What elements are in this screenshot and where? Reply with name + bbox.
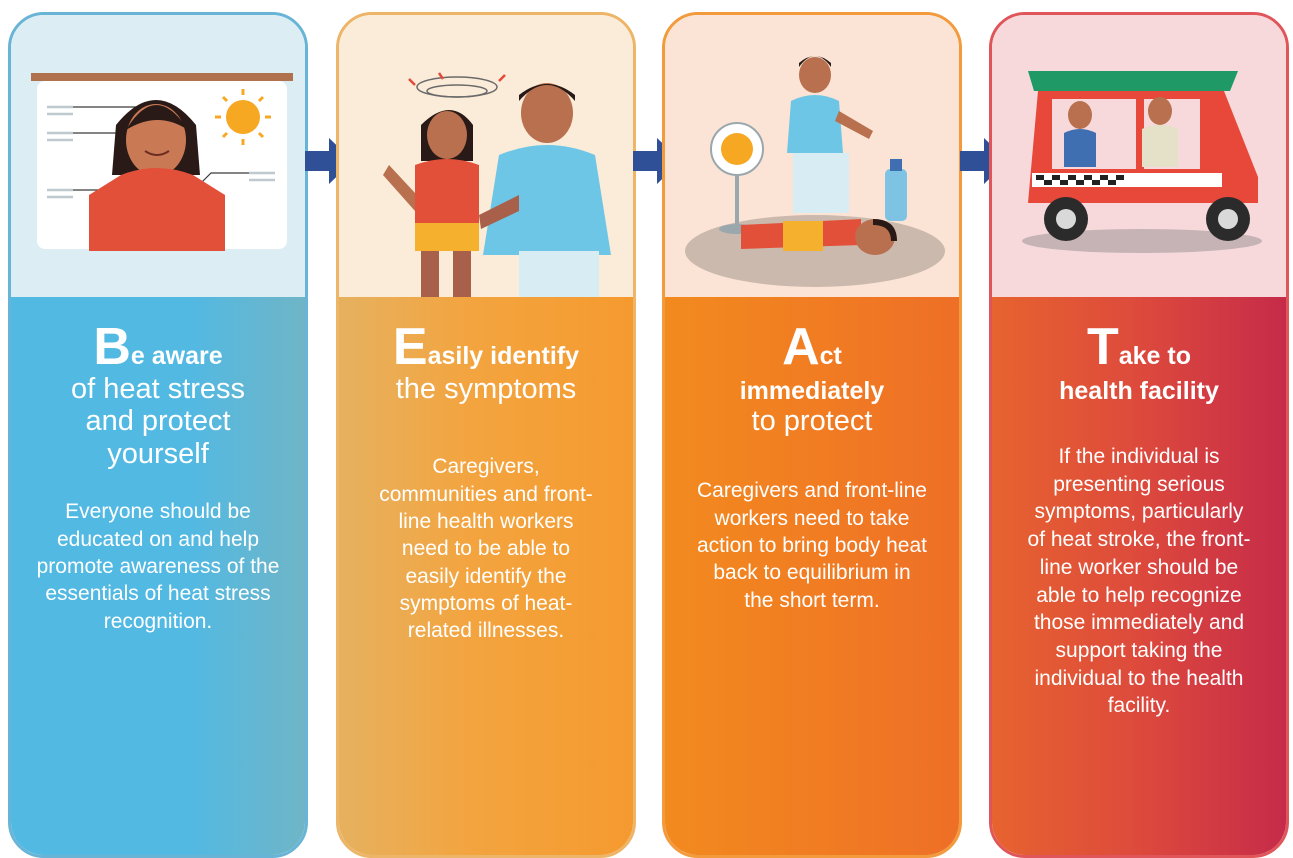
card-heading-bold: asily identify bbox=[427, 342, 580, 370]
card-heading-bold: e aware bbox=[130, 342, 223, 370]
card-body: Everyone should be educated on and help … bbox=[36, 500, 280, 633]
card-letter: B bbox=[93, 318, 131, 376]
card-heading-bold-2: health facility bbox=[1059, 377, 1219, 405]
card-heading-light: to protect bbox=[751, 405, 873, 437]
card-body: Caregivers, communities and front-line h… bbox=[379, 455, 593, 643]
card-be-aware: Be aware of heat stress and protect your… bbox=[8, 12, 308, 858]
cooling-patient-illustration bbox=[665, 15, 959, 297]
card-act-immediately: Act immediately to protect Caregivers an… bbox=[662, 12, 962, 858]
sick-child-illustration bbox=[339, 15, 633, 297]
card-heading-bold: ct bbox=[819, 342, 842, 370]
teacher-board-illustration bbox=[11, 15, 305, 297]
card-heading-bold: ake to bbox=[1118, 342, 1192, 370]
card-easily-identify: Easily identify the symptoms Caregivers,… bbox=[336, 12, 636, 858]
card-letter: A bbox=[782, 318, 820, 376]
auto-rickshaw-illustration bbox=[992, 15, 1286, 297]
card-body: If the individual is presenting serious … bbox=[1027, 445, 1251, 718]
card-body: Caregivers and front-line workers need t… bbox=[697, 479, 927, 612]
card-heading-light: the symptoms bbox=[395, 373, 577, 405]
card-letter: E bbox=[392, 318, 428, 376]
card-heading-bold-2: immediately bbox=[739, 377, 885, 405]
card-take-to-facility: Take to health facility If the individua… bbox=[989, 12, 1289, 858]
card-letter: T bbox=[1086, 318, 1119, 376]
card-heading-light: of heat stress and protect yourself bbox=[70, 373, 246, 470]
